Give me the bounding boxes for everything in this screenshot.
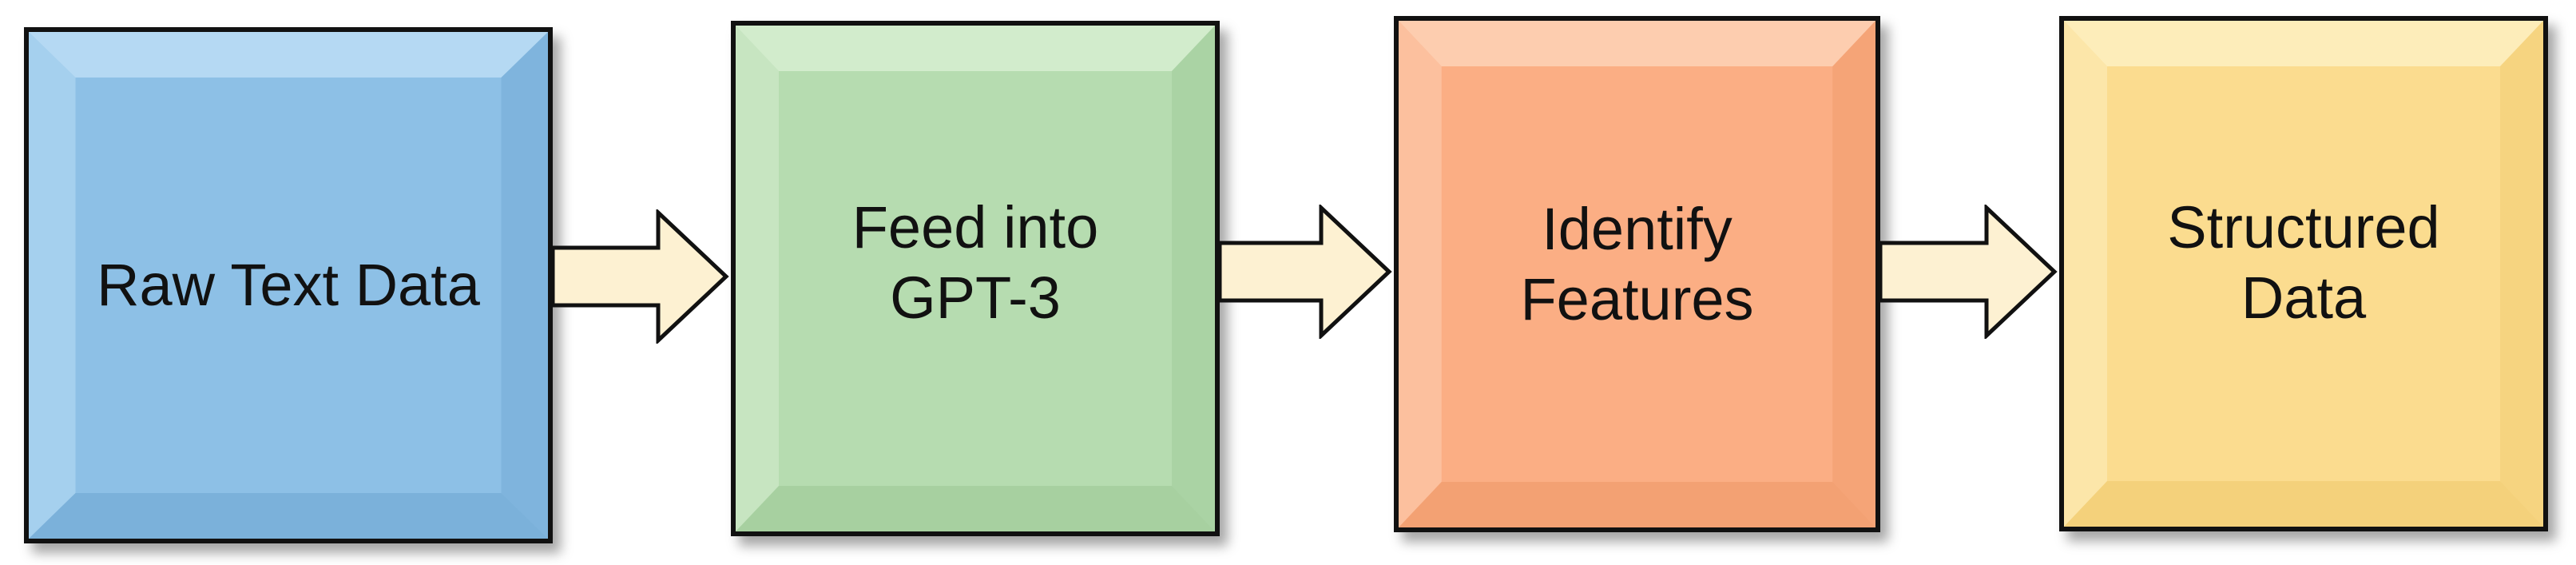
step-label-line: GPT-3 [890, 264, 1061, 331]
step-identify-features: Identify Features [1394, 16, 1880, 532]
step-bevel [1399, 21, 1875, 527]
step-label: Raw Text Data [29, 32, 548, 539]
step-structured-data: Structured Data [2059, 16, 2548, 531]
step-label-line: Raw Text Data [97, 252, 480, 318]
flow-arrow [1880, 205, 2058, 339]
step-label-line: Features [1520, 266, 1754, 332]
step-raw-text-data: Raw Text Data [24, 27, 553, 543]
flow-arrow [553, 209, 729, 344]
flow-arrow [1220, 205, 1392, 339]
step-label: Identify Features [1399, 21, 1875, 527]
step-bevel [2064, 21, 2543, 527]
step-label-line: Data [2241, 264, 2367, 331]
step-label-line: Structured [2167, 193, 2440, 261]
step-bevel [736, 26, 1215, 531]
step-label-line: Identify [1542, 196, 1733, 262]
step-feed-into-gpt3: Feed into GPT-3 [731, 21, 1220, 536]
step-label: Structured Data [2064, 21, 2543, 527]
step-label-line: Feed into [851, 193, 1099, 261]
step-bevel [29, 32, 548, 539]
step-label: Feed into GPT-3 [736, 26, 1215, 531]
